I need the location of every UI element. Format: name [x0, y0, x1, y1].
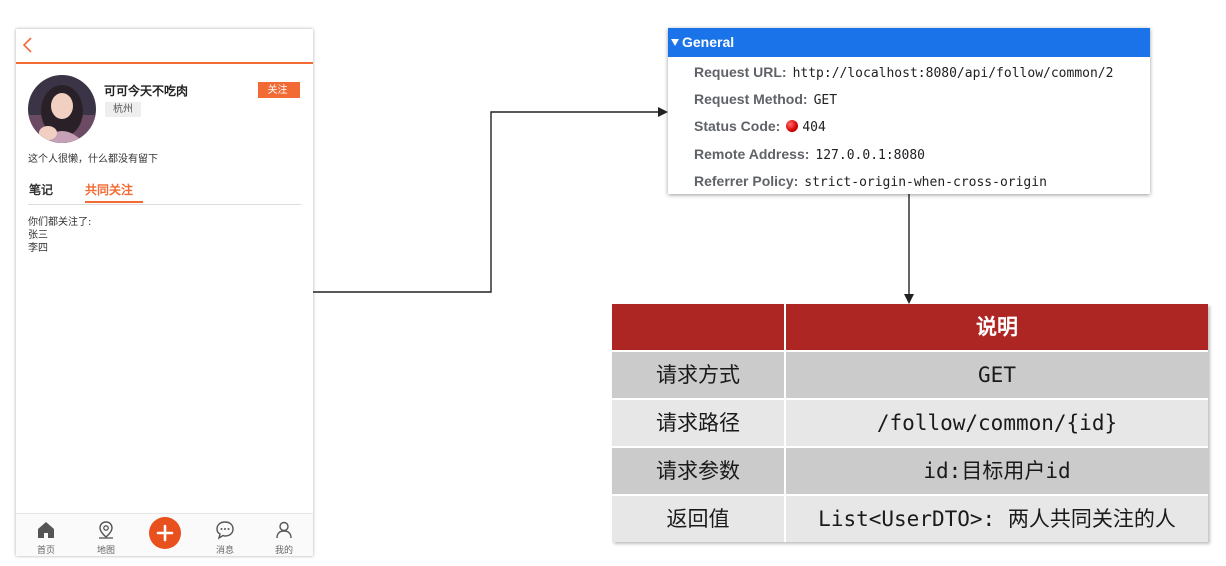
field-label: Status Code:	[694, 118, 781, 134]
common-follows-list: 你们都关注了: 张三 李四	[28, 216, 91, 255]
city-tag: 杭州	[105, 102, 141, 117]
tab-common-follows[interactable]: 共同关注	[85, 183, 134, 197]
top-bar	[16, 29, 313, 64]
nav-label: 首页	[36, 546, 55, 556]
remote-address-row: Remote Address: 127.0.0.1:8080	[694, 144, 925, 164]
table-cell-field: 请求路径	[612, 400, 784, 446]
request-method-value: GET	[813, 93, 838, 108]
table-cell-desc: id:目标用户id	[786, 448, 1208, 494]
common-follows-heading: 你们都关注了:	[28, 217, 92, 228]
nav-item-messages[interactable]: 消息	[203, 514, 247, 556]
phone-screen: 可可今天不吃肉 杭州 关注 这个人很懒，什么都没有留下 笔记 共同关注 你们都关…	[16, 29, 313, 556]
field-label: Request Method:	[694, 91, 808, 107]
expand-triangle-icon	[671, 39, 679, 46]
general-section-header[interactable]: General	[668, 28, 1150, 57]
nav-label: 消息	[215, 546, 234, 556]
back-arrow-icon[interactable]	[21, 36, 37, 54]
table-cell-desc: GET	[786, 352, 1208, 398]
active-tab-indicator	[85, 201, 143, 203]
table-cell-desc: List<UserDTO>: 两人共同关注的人	[786, 496, 1208, 542]
home-icon	[38, 522, 54, 538]
table-cell-field: 返回值	[612, 496, 784, 542]
field-label: Referrer Policy:	[694, 173, 799, 189]
request-url-value: http://localhost:8080/api/follow/common/…	[792, 66, 1114, 81]
section-title: General	[682, 34, 735, 50]
table-row: 请求参数 id:目标用户id	[612, 448, 1208, 494]
referrer-policy-row: Referrer Policy: strict-origin-when-cross…	[694, 171, 1047, 191]
status-code-row: Status Code: 404	[694, 116, 826, 136]
nav-label: 我的	[274, 546, 293, 556]
profile-tabs: 笔记 共同关注	[28, 180, 301, 205]
user-nickname: 可可今天不吃肉	[104, 84, 189, 98]
field-label: Remote Address:	[694, 146, 810, 162]
plus-icon	[156, 524, 174, 542]
table-cell-field: 请求方式	[612, 352, 784, 398]
field-label: Request URL:	[694, 64, 787, 80]
nav-item-home[interactable]: 首页	[24, 514, 68, 556]
list-item[interactable]: 李四	[28, 243, 48, 254]
request-url-row: Request URL: http://localhost:8080/api/fo…	[694, 62, 1113, 82]
table-header-row: 说明	[612, 304, 1208, 350]
map-pin-icon	[99, 521, 113, 539]
status-code-value: 404	[802, 120, 826, 135]
table-header-cell: 说明	[786, 304, 1208, 350]
list-item[interactable]: 张三	[28, 230, 48, 241]
api-spec-table: 说明 请求方式 GET 请求路径 /follow/common/{id} 请求参…	[612, 304, 1208, 542]
table-row: 请求方式 GET	[612, 352, 1208, 398]
request-method-row: Request Method: GET	[694, 89, 837, 109]
follow-button[interactable]: 关注	[258, 82, 300, 98]
nav-item-me[interactable]: 我的	[262, 514, 306, 556]
table-header-cell	[612, 304, 784, 350]
table-cell-field: 请求参数	[612, 448, 784, 494]
table-cell-desc: /follow/common/{id}	[786, 400, 1208, 446]
add-post-button[interactable]	[149, 517, 181, 549]
table-row: 请求路径 /follow/common/{id}	[612, 400, 1208, 446]
tab-notes[interactable]: 笔记	[29, 183, 54, 197]
referrer-policy-value: strict-origin-when-cross-origin	[804, 175, 1047, 190]
table-row: 返回值 List<UserDTO>: 两人共同关注的人	[612, 496, 1208, 542]
user-icon	[276, 521, 292, 539]
user-intro: 这个人很懒，什么都没有留下	[28, 154, 158, 165]
nav-item-map[interactable]: 地图	[84, 514, 128, 556]
devtools-general-panel: General Request URL: http://localhost:808…	[668, 28, 1150, 194]
remote-address-value: 127.0.0.1:8080	[815, 148, 925, 163]
status-error-icon	[786, 120, 799, 132]
message-icon	[216, 521, 234, 540]
nav-label: 地图	[96, 546, 115, 556]
